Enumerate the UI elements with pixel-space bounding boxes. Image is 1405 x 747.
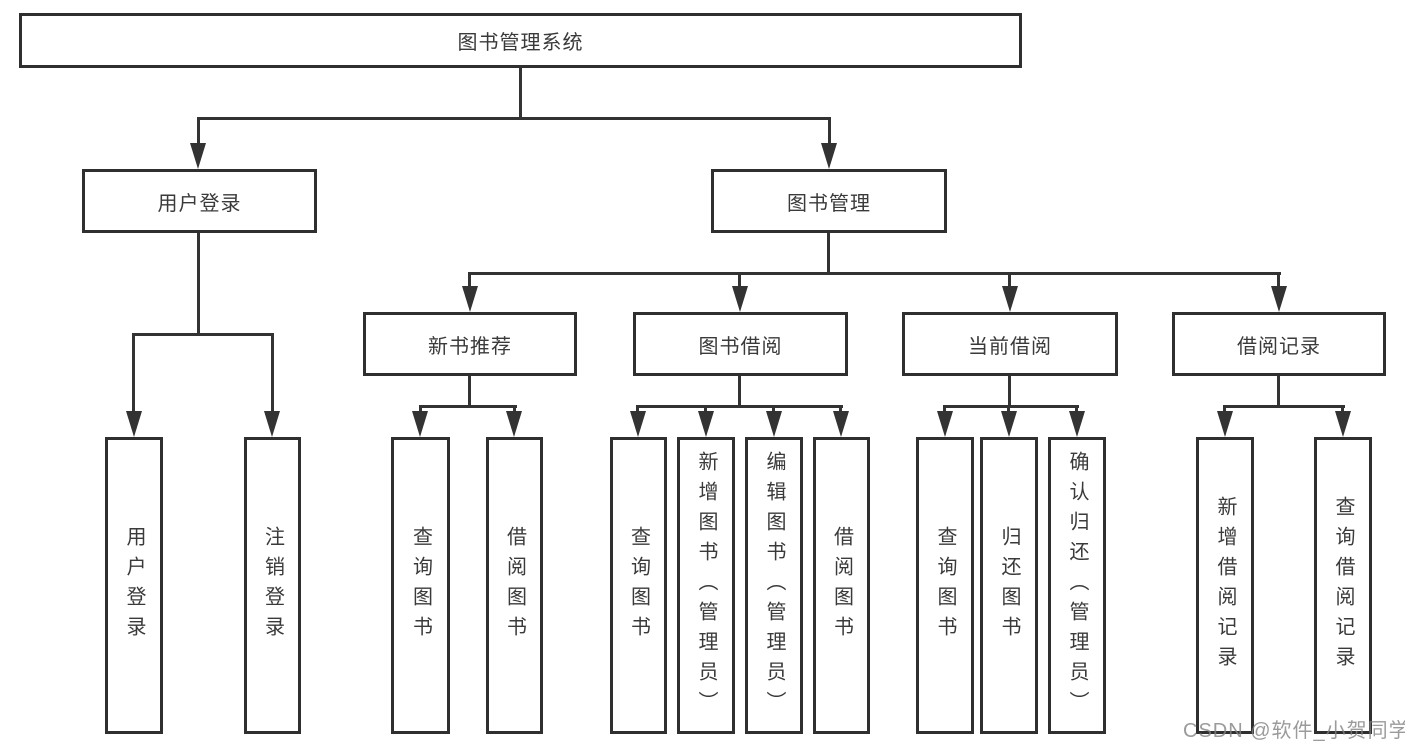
- arrowhead-down-icon: [1001, 411, 1017, 437]
- leaf-borrow-books-borrowing: 借阅图书: [813, 437, 870, 734]
- leaf-logout-label: 注销登录: [261, 525, 284, 646]
- connector-drop: [1341, 405, 1344, 414]
- leaf-logout: 注销登录: [244, 437, 301, 734]
- leaf-query-books-current: 查询图书: [916, 437, 974, 734]
- connector-current-borrowing-stem: [1008, 374, 1011, 407]
- arrowhead-down-icon: [833, 411, 849, 437]
- leaf-user-login-label: 用户登录: [123, 525, 145, 646]
- leaf-query-borrow-record: 查询借阅记录: [1314, 437, 1372, 734]
- connector-book-management-branch: [468, 272, 1281, 275]
- arrowhead-down-icon: [1002, 286, 1018, 312]
- arrowhead-down-icon: [1335, 411, 1351, 437]
- connector-drop-book-borrowing: [738, 272, 741, 288]
- leaf-add-borrow-record-label: 新增借阅记录: [1214, 495, 1236, 676]
- node-root: 图书管理系统: [19, 13, 1022, 68]
- arrowhead-down-icon: [1069, 411, 1085, 437]
- connector-current-borrowing-branch: [943, 405, 1079, 408]
- leaf-query-books-recommend-label: 查询图书: [409, 525, 432, 646]
- connector-drop: [839, 405, 842, 414]
- node-book-borrowing: 图书借阅: [633, 312, 848, 376]
- arrowhead-down-icon: [821, 143, 837, 169]
- leaf-query-books-borrowing-label: 查询图书: [627, 525, 650, 646]
- connector-drop: [1223, 405, 1226, 414]
- arrowhead-down-icon: [1217, 411, 1233, 437]
- connector-root-branch: [197, 117, 831, 120]
- connector-drop: [1007, 405, 1010, 414]
- connector-drop: [419, 405, 422, 414]
- connector-new-book-branch: [419, 405, 517, 408]
- leaf-query-books-borrowing: 查询图书: [610, 437, 667, 734]
- arrowhead-down-icon: [506, 411, 522, 437]
- connector-user-login-stem: [197, 231, 200, 334]
- connector-drop: [636, 405, 639, 414]
- node-root-label: 图书管理系统: [457, 32, 584, 54]
- leaf-confirm-return-admin: 确认归还（管理员）: [1048, 437, 1106, 734]
- arrowhead-down-icon: [462, 286, 478, 312]
- arrowhead-down-icon: [937, 411, 953, 437]
- arrowhead-down-icon: [412, 411, 428, 437]
- connector-drop-user-login: [197, 117, 200, 145]
- node-new-book-recommendation-label: 新书推荐: [428, 335, 512, 358]
- connector-new-book-stem: [468, 374, 471, 407]
- arrowhead-down-icon: [732, 286, 748, 312]
- connector-drop: [772, 405, 775, 414]
- connector-drop-borrowing-records: [1277, 272, 1280, 288]
- connector-drop-leaf-user-login: [132, 333, 135, 413]
- node-book-management-label: 图书管理: [787, 192, 871, 215]
- connector-drop-leaf-logout: [271, 333, 274, 413]
- node-book-management: 图书管理: [711, 169, 947, 233]
- connector-drop-book-management: [828, 117, 831, 145]
- arrowhead-down-icon: [1271, 286, 1287, 312]
- node-book-borrowing-label: 图书借阅: [698, 335, 783, 358]
- leaf-query-books-current-label: 查询图书: [934, 525, 956, 646]
- leaf-add-books-admin: 新增图书（管理员）: [677, 437, 735, 734]
- connector-borrowing-records-branch: [1223, 405, 1345, 408]
- leaf-confirm-return-admin-label: 确认归还（管理员）: [1066, 450, 1088, 721]
- connector-book-borrowing-stem: [738, 374, 741, 407]
- leaf-edit-books-admin-label: 编辑图书（管理员）: [763, 450, 785, 721]
- node-borrowing-records: 借阅记录: [1172, 312, 1386, 376]
- connector-book-management-stem: [827, 231, 830, 274]
- node-new-book-recommendation: 新书推荐: [363, 312, 577, 376]
- connector-root-stem: [519, 68, 522, 119]
- arrowhead-down-icon: [698, 411, 714, 437]
- connector-drop: [1075, 405, 1078, 414]
- connector-drop: [704, 405, 707, 414]
- arrowhead-down-icon: [630, 411, 646, 437]
- leaf-query-borrow-record-label: 查询借阅记录: [1332, 495, 1354, 676]
- connector-borrowing-records-stem: [1277, 374, 1280, 407]
- leaf-add-borrow-record: 新增借阅记录: [1196, 437, 1254, 734]
- leaf-add-books-admin-label: 新增图书（管理员）: [695, 450, 717, 721]
- leaf-return-books-label: 归还图书: [998, 525, 1020, 646]
- node-user-login-label: 用户登录: [157, 192, 242, 215]
- connector-book-borrowing-branch: [636, 405, 843, 408]
- arrowhead-down-icon: [190, 143, 206, 169]
- leaf-borrow-books-borrowing-label: 借阅图书: [830, 525, 853, 646]
- leaf-query-books-recommend: 查询图书: [391, 437, 450, 734]
- arrowhead-down-icon: [126, 411, 142, 437]
- connector-user-login-branch: [133, 333, 274, 336]
- watermark: CSDN @软件_小贺同学: [1183, 720, 1405, 742]
- node-current-borrowing: 当前借阅: [902, 312, 1118, 376]
- node-borrowing-records-label: 借阅记录: [1237, 335, 1321, 358]
- leaf-borrow-books-recommend: 借阅图书: [486, 437, 543, 734]
- leaf-return-books: 归还图书: [980, 437, 1038, 734]
- leaf-borrow-books-recommend-label: 借阅图书: [503, 525, 526, 646]
- arrowhead-down-icon: [264, 411, 280, 437]
- connector-drop: [943, 405, 946, 414]
- connector-drop-new-book: [468, 272, 471, 288]
- connector-drop-current-borrowing: [1008, 272, 1011, 288]
- leaf-user-login: 用户登录: [105, 437, 163, 734]
- connector-drop: [513, 405, 516, 414]
- node-current-borrowing-label: 当前借阅: [968, 335, 1052, 358]
- leaf-edit-books-admin: 编辑图书（管理员）: [745, 437, 803, 734]
- node-user-login: 用户登录: [82, 169, 317, 233]
- arrowhead-down-icon: [766, 411, 782, 437]
